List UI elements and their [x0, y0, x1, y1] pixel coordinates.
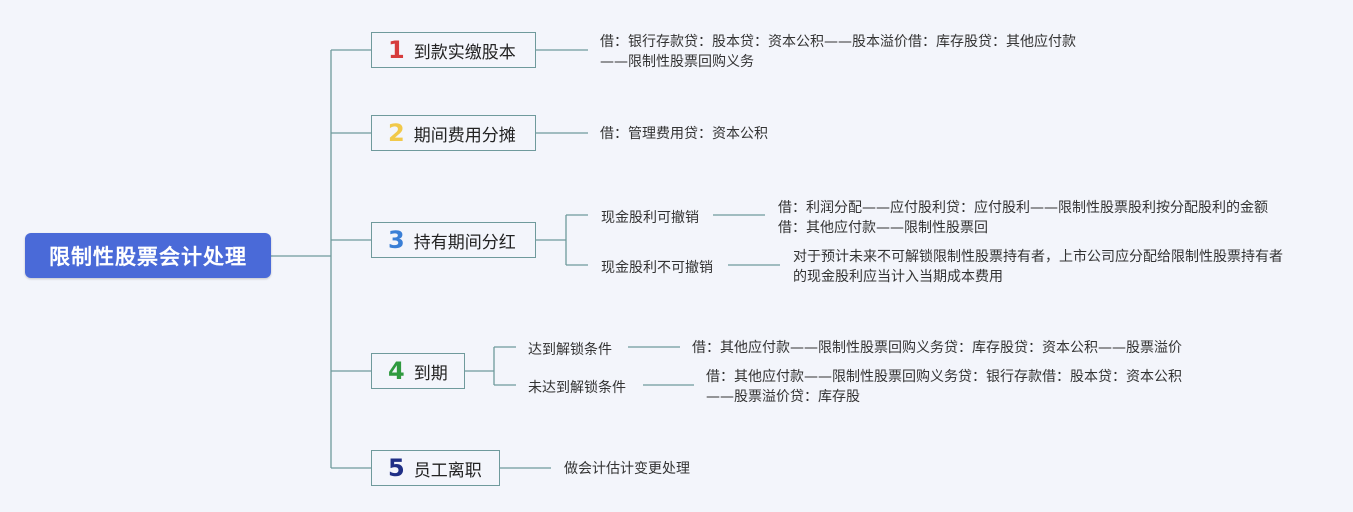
sub-topic-4-1[interactable]: 达到解锁条件 [528, 342, 612, 358]
branch-node-1[interactable]: 1 到款实缴股本 [371, 32, 536, 68]
leaf-line: 做会计估计变更处理 [564, 461, 690, 477]
leaf-note-5: 做会计估计变更处理 [564, 459, 690, 479]
leaf-line: 的现金股利应当计入当期成本费用 [793, 269, 1003, 285]
branch-number-3: 3 [388, 226, 405, 254]
leaf-note-4-1: 借：其他应付款——限制性股票回购义务贷：库存股贷：资本公积——股票溢价 [692, 338, 1182, 358]
sub-connector-4 [465, 346, 516, 386]
leaf-line: 借：其他应付款——限制性股票回 [778, 220, 988, 236]
branch-label-4: 到期 [413, 363, 448, 384]
leaf-note-1: 借：银行存款贷：股本贷：资本公积——股本溢价借：库存股贷：其他应付款 ——限制性… [600, 32, 1076, 72]
branch-number-2: 2 [388, 119, 405, 147]
root-label: 限制性股票会计处理 [49, 244, 247, 269]
leaf-line: 借：管理费用贷：资本公积 [600, 126, 768, 142]
branch-node-2[interactable]: 2 期间费用分摊 [371, 115, 536, 151]
leaf-line: 借：银行存款贷：股本贷：资本公积——股本溢价借：库存股贷：其他应付款 [600, 34, 1076, 50]
branch-label-1: 到款实缴股本 [413, 42, 516, 63]
sub-connector-3 [536, 214, 588, 266]
branch-node-3[interactable]: 3 持有期间分红 [371, 222, 536, 258]
leaf-note-2: 借：管理费用贷：资本公积 [600, 124, 768, 144]
root-node[interactable]: 限制性股票会计处理 [25, 233, 271, 278]
leaf-note-3-1: 借：利润分配——应付股利贷：应付股利——限制性股票股利按分配股利的金额 借：其他… [778, 198, 1268, 238]
branch-label-3: 持有期间分红 [413, 232, 516, 253]
leaf-note-3-2: 对于预计未来不可解锁限制性股票持有者，上市公司应分配给限制性股票持有者 的现金股… [793, 247, 1283, 287]
branch-number-4: 4 [388, 357, 405, 385]
leaf-line: 对于预计未来不可解锁限制性股票持有者，上市公司应分配给限制性股票持有者 [793, 249, 1283, 265]
sub-topic-3-1[interactable]: 现金股利可撤销 [601, 210, 699, 226]
leaf-line: 借：其他应付款——限制性股票回购义务贷：库存股贷：资本公积——股票溢价 [692, 340, 1182, 356]
branch-label-5: 员工离职 [413, 460, 482, 481]
leaf-line: ——限制性股票回购义务 [600, 54, 754, 70]
branch-label-2: 期间费用分摊 [413, 125, 516, 146]
leaf-line: ——股票溢价贷：库存股 [706, 389, 860, 405]
branch-node-5[interactable]: 5 员工离职 [371, 450, 500, 486]
branch-number-5: 5 [388, 454, 405, 482]
leaf-line: 借：其他应付款——限制性股票回购义务贷：银行存款借：股本贷：资本公积 [706, 369, 1182, 385]
leaf-note-4-2: 借：其他应付款——限制性股票回购义务贷：银行存款借：股本贷：资本公积 ——股票溢… [706, 367, 1182, 407]
leaf-line: 借：利润分配——应付股利贷：应付股利——限制性股票股利按分配股利的金额 [778, 200, 1268, 216]
sub-topic-4-2[interactable]: 未达到解锁条件 [528, 380, 626, 396]
sub-topic-3-2[interactable]: 现金股利不可撤销 [601, 260, 713, 276]
branch-number-1: 1 [388, 36, 405, 64]
branch-node-4[interactable]: 4 到期 [371, 353, 465, 389]
